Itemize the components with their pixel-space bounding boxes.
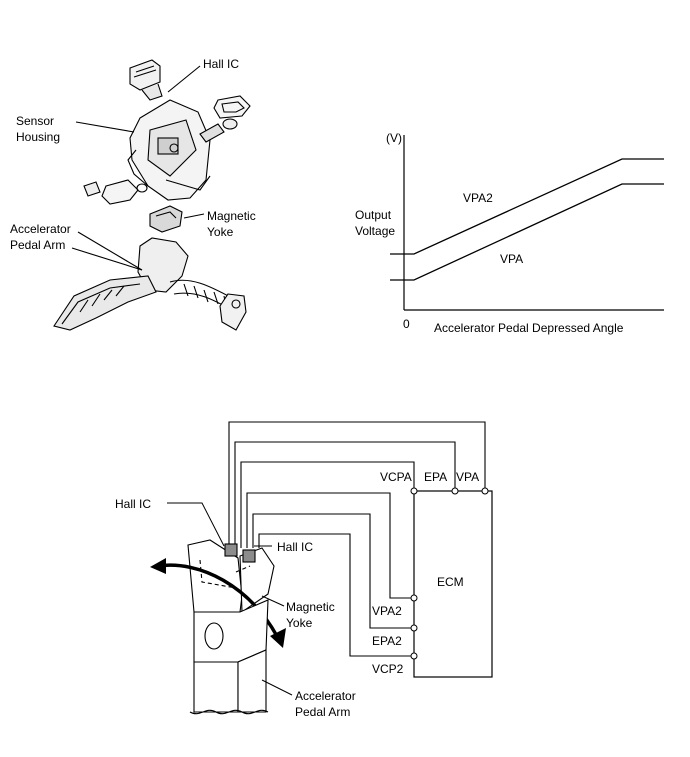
hall-ic-label: Hall IC	[203, 57, 239, 71]
sensor-housing-label-line1: Sensor	[16, 114, 54, 128]
terminal-label-vpa: VPA	[456, 470, 479, 484]
circuit-magnetic-yoke-label-line2: Yoke	[286, 616, 313, 630]
pedal-arm-hole	[204, 622, 224, 650]
hall-ic-element-left	[224, 543, 238, 557]
leader-lines	[167, 502, 293, 696]
exploded-view-labels: Hall IC Sensor Housing Magnetic Yoke Acc…	[10, 57, 256, 252]
terminal-label-epa: EPA	[424, 470, 447, 484]
graph-x-label: Accelerator Pedal Depressed Angle	[434, 321, 624, 335]
vpa2-series-label: VPA2	[463, 191, 493, 205]
wire-epa	[234, 441, 456, 548]
exploded-view	[53, 59, 251, 331]
wire-vpa	[228, 421, 486, 548]
pedal-arm-part	[53, 231, 247, 331]
ecm-label: ECM	[437, 575, 464, 589]
sensor-housing-part	[75, 99, 211, 201]
terminals	[410, 487, 489, 660]
circuit-hall-ic-left-label: Hall IC	[115, 497, 151, 511]
vpa-line	[390, 183, 664, 281]
wire-vcpa	[240, 461, 415, 548]
graph-origin-label: 0	[403, 317, 410, 331]
wire-epa2	[252, 513, 414, 629]
terminal-vcp2	[410, 652, 418, 660]
terminal-label-epa2: EPA2	[372, 634, 402, 648]
wire-vcp2	[258, 533, 414, 657]
pedal-arm-body	[189, 599, 269, 715]
gasket-parts	[83, 95, 251, 205]
wire-vpa2	[246, 492, 414, 599]
pedal-arm-label-line2: Pedal Arm	[10, 238, 65, 252]
terminal-epa	[451, 487, 459, 495]
terminal-vpa2	[410, 594, 418, 602]
pedal-arm-label-line1: Accelerator	[10, 222, 71, 236]
magnetic-yoke-label-line2: Yoke	[207, 225, 234, 239]
vpa-series-label: VPA	[500, 252, 523, 266]
circuit-hall-ic-right-label: Hall IC	[277, 540, 313, 554]
sensor-head	[187, 539, 275, 614]
terminal-vpa	[481, 487, 489, 495]
circuit-magnetic-yoke-label-line1: Magnetic	[286, 600, 335, 614]
circuit-pedal-arm-label-line2: Pedal Arm	[295, 705, 350, 719]
hall-ic-element-right	[242, 549, 256, 563]
hall-ic-part	[129, 59, 201, 101]
magnetic-yoke-right	[239, 547, 275, 614]
vpa2-line	[390, 158, 664, 255]
graph-y-label-line1: Output	[355, 208, 392, 222]
terminal-label-vcp2: VCP2	[372, 662, 404, 676]
terminal-vcpa	[410, 487, 418, 495]
wires	[228, 421, 486, 657]
sensor-housing-label-line2: Housing	[16, 130, 60, 144]
magnetic-yoke-part	[149, 205, 205, 233]
terminal-epa2	[410, 624, 418, 632]
circuit-pedal-arm-label-line1: Accelerator	[295, 689, 356, 703]
terminal-label-vpa2: VPA2	[372, 604, 402, 618]
graph-y-label-line2: Voltage	[355, 224, 395, 238]
terminal-label-vcpa: VCPA	[380, 470, 412, 484]
magnetic-yoke-label-line1: Magnetic	[207, 209, 256, 223]
voltage-graph: (V) Output Voltage 0 Accelerator Pedal D…	[355, 131, 664, 335]
circuit-diagram: ECM VCPA EPA VPA VPA2 EPA2 VCP2	[115, 421, 493, 719]
graph-y-unit: (V)	[386, 131, 402, 145]
